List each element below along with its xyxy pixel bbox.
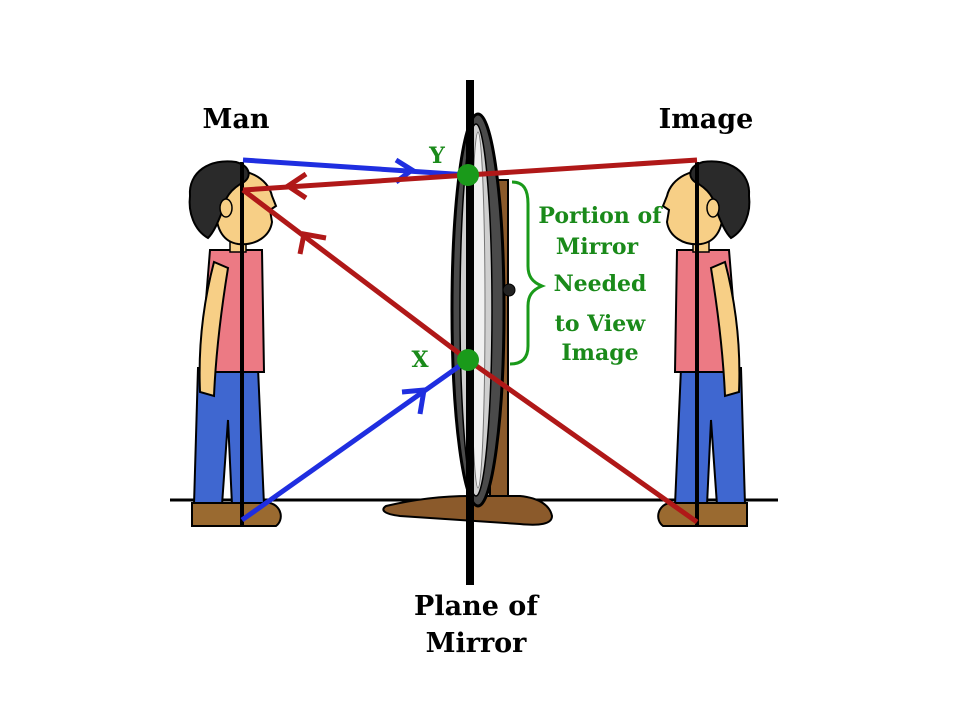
man-hair bbox=[188, 160, 250, 240]
incident-ray-bottom bbox=[240, 357, 470, 523]
portion-label-line3: Needed bbox=[554, 271, 647, 297]
portion-label-line1: Portion of bbox=[538, 203, 663, 229]
image-figure bbox=[657, 160, 751, 527]
portion-label-line4: to View bbox=[555, 311, 647, 337]
point-x-marker bbox=[457, 349, 479, 371]
reflected-ray-top bbox=[242, 172, 469, 193]
man-shoe bbox=[191, 502, 282, 527]
mirror-pivot-knob bbox=[502, 283, 516, 297]
label-plane-line2: Mirror bbox=[426, 628, 528, 659]
image-hair bbox=[689, 160, 751, 240]
point-y-marker bbox=[457, 164, 479, 186]
portion-bracket bbox=[509, 180, 547, 366]
reflected-ray-bottom bbox=[241, 188, 470, 362]
reflected-ray-top-arrow bbox=[283, 171, 308, 201]
virtual-ray-top bbox=[467, 157, 698, 178]
image-arm bbox=[709, 260, 741, 398]
label-image: Image bbox=[659, 104, 754, 135]
label-man: Man bbox=[202, 104, 269, 135]
label-point-y: Y bbox=[428, 143, 445, 169]
portion-label-line2: Mirror bbox=[556, 234, 639, 260]
virtual-ray-bottom bbox=[466, 357, 699, 525]
portion-label-line5: Image bbox=[561, 340, 638, 366]
label-plane-line1: Plane of bbox=[414, 591, 540, 622]
reflected-ray-bottom-arrow bbox=[297, 231, 327, 255]
incident-ray-bottom-arrow bbox=[401, 387, 427, 415]
man-figure bbox=[188, 160, 282, 527]
label-point-x: X bbox=[411, 347, 429, 373]
incident-ray-top bbox=[242, 157, 469, 178]
image-ear bbox=[706, 198, 720, 218]
man-ear bbox=[219, 198, 233, 218]
man-arm bbox=[198, 260, 230, 398]
